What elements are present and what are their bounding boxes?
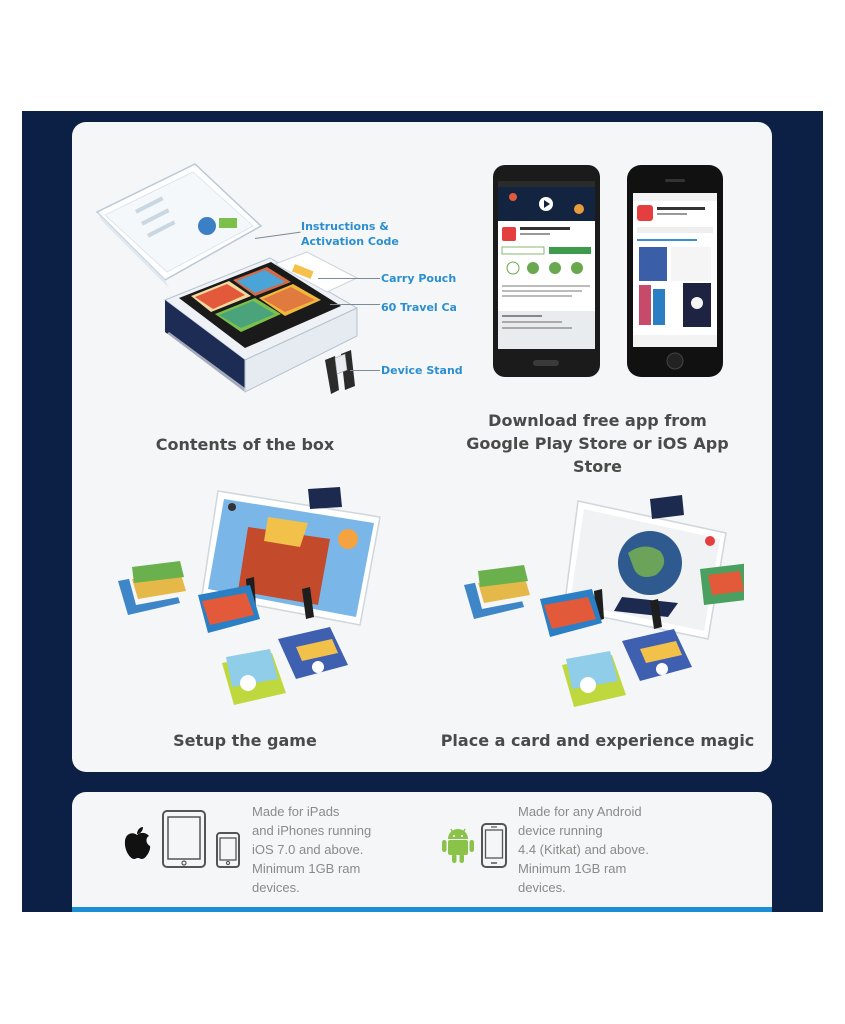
- ipad-icon: [162, 810, 206, 868]
- leader-carry-pouch: [318, 278, 380, 279]
- callout-instructions: Instructions & Activation Code: [301, 220, 399, 248]
- caption-place-card: Place a card and experience magic: [440, 731, 755, 750]
- setup-game-illustration: [118, 487, 388, 717]
- leader-travel-cards: [330, 304, 380, 305]
- iphone-icon: [216, 832, 240, 868]
- place-card-illustration: [464, 493, 744, 718]
- android-icon: [442, 826, 474, 864]
- android-requirements: Made for any Android device running 4.4 …: [518, 804, 649, 895]
- iphone-mockup: [627, 165, 723, 377]
- android-phone-mockup: [493, 165, 600, 377]
- caption-contents-of-box: Contents of the box: [155, 435, 335, 454]
- apple-icon: [122, 826, 152, 860]
- callout-carry-pouch: Carry Pouch: [381, 272, 457, 285]
- accent-strip: [72, 907, 772, 912]
- ios-requirements: Made for iPads and iPhones running iOS 7…: [252, 804, 372, 895]
- caption-setup-game: Setup the game: [173, 731, 317, 750]
- caption-download-app: Download free app from Google Play Store…: [466, 411, 729, 476]
- box-illustration: [95, 160, 365, 400]
- leader-device-stand: [350, 370, 380, 371]
- android-phone-icon: [481, 823, 507, 868]
- callout-device-stand: Device Stand: [381, 364, 463, 377]
- callout-travel-cards: 60 Travel Car: [381, 301, 456, 314]
- callout-travel-cards-clip: 60 Travel Car: [381, 300, 456, 316]
